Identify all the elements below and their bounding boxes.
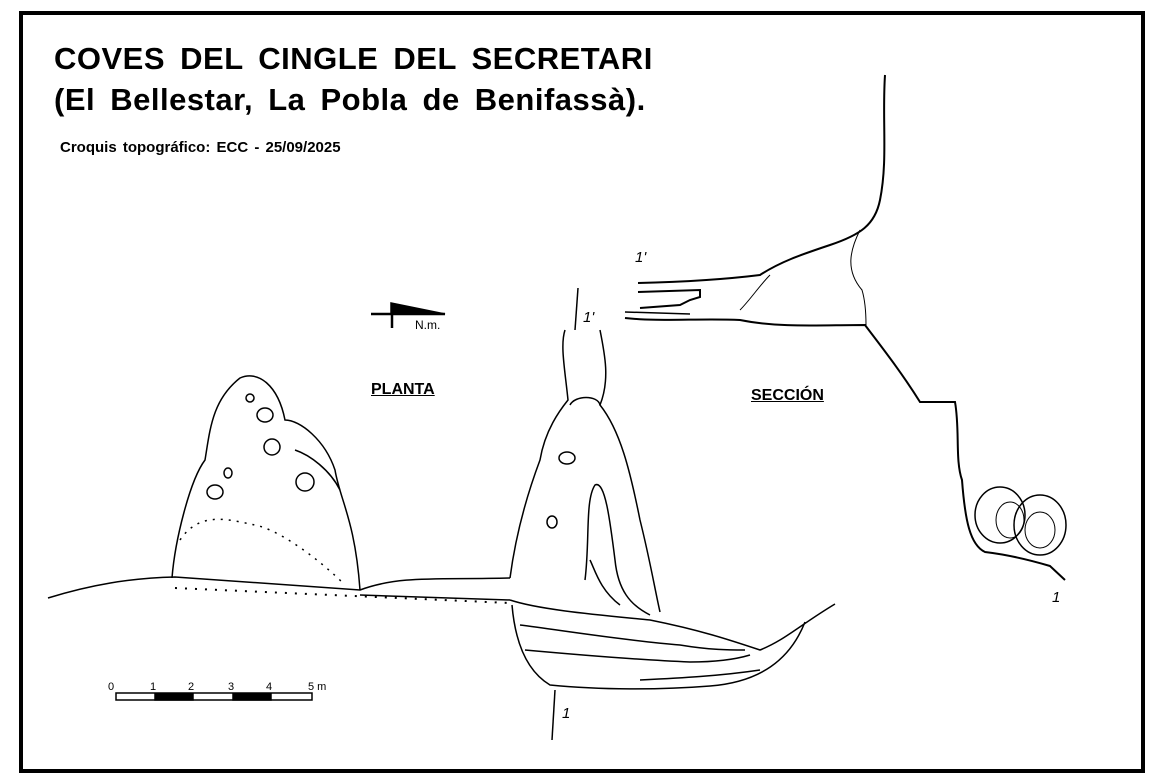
section-mark-upper: 1' [583, 309, 595, 326]
title-line-1: COVES DEL CINGLE DEL SECRETARI [54, 41, 653, 76]
scale-tick-5: 5 m [308, 681, 326, 693]
plan-left-cave [171, 375, 361, 591]
section-line-bottom [551, 689, 556, 741]
scale-tick-1: 1 [150, 681, 156, 693]
title-line-2: (El Bellestar, La Pobla de Benifassà). [54, 82, 646, 117]
plan-right-cave [509, 329, 661, 616]
section-line-top [574, 287, 579, 331]
scale-tick-3: 3 [228, 681, 234, 693]
plan-lower-gallery [509, 599, 836, 690]
north-label: N.m. [415, 318, 440, 332]
plan-label: PLANTA [371, 381, 435, 398]
scale-tick-2: 2 [188, 681, 194, 693]
section-bottom-mark: 1 [1052, 589, 1060, 606]
map-title: COVES DEL CINGLE DEL SECRETARI (El Belle… [54, 38, 653, 120]
section-profile [624, 74, 1067, 581]
drawing-frame [19, 11, 1145, 773]
section-top-mark: 1' [635, 249, 647, 266]
scale-bar-labels: 0 1 2 3 4 5 m [108, 681, 326, 693]
scale-bar [115, 692, 313, 701]
survey-credit: Croquis topográfico: ECC - 25/09/2025 [60, 139, 341, 156]
plan-ground-line [47, 576, 511, 601]
scale-tick-4: 4 [266, 681, 272, 693]
section-mark-lower: 1 [562, 705, 570, 722]
section-label: SECCIÓN [751, 387, 824, 404]
scale-tick-0: 0 [108, 681, 114, 693]
north-arrow-icon [371, 302, 446, 328]
